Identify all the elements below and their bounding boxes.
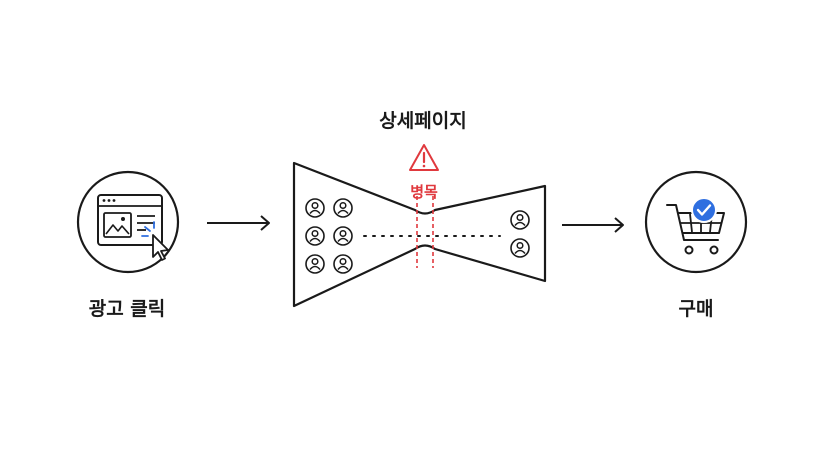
person-icon	[305, 254, 325, 274]
person-icon	[333, 254, 353, 274]
browser-cursor-click-icon	[97, 194, 169, 261]
check-badge-icon	[691, 197, 717, 223]
funnel-shape	[292, 161, 547, 308]
stage-label-purchase: 구매	[678, 298, 714, 320]
stage-label-detail-page: 상세페이지	[379, 110, 467, 132]
bottleneck-markers	[416, 196, 434, 268]
person-icon	[305, 226, 325, 246]
person-icon	[305, 198, 325, 218]
person-icon	[333, 226, 353, 246]
person-icon	[510, 210, 530, 230]
arrow-to-funnel	[207, 215, 270, 231]
person-icon	[510, 238, 530, 258]
shopping-cart-check-icon	[666, 197, 725, 255]
warning-triangle-icon	[409, 144, 439, 171]
stage-label-ad-click: 광고 클릭	[88, 298, 166, 320]
ad-click-node	[76, 170, 180, 274]
purchase-node	[644, 170, 748, 274]
arrow-to-purchase	[562, 217, 624, 233]
bottleneck-label: 병목	[410, 183, 438, 201]
cursor-icon	[152, 234, 169, 261]
click-sparkle	[141, 221, 155, 237]
person-icon	[333, 198, 353, 218]
